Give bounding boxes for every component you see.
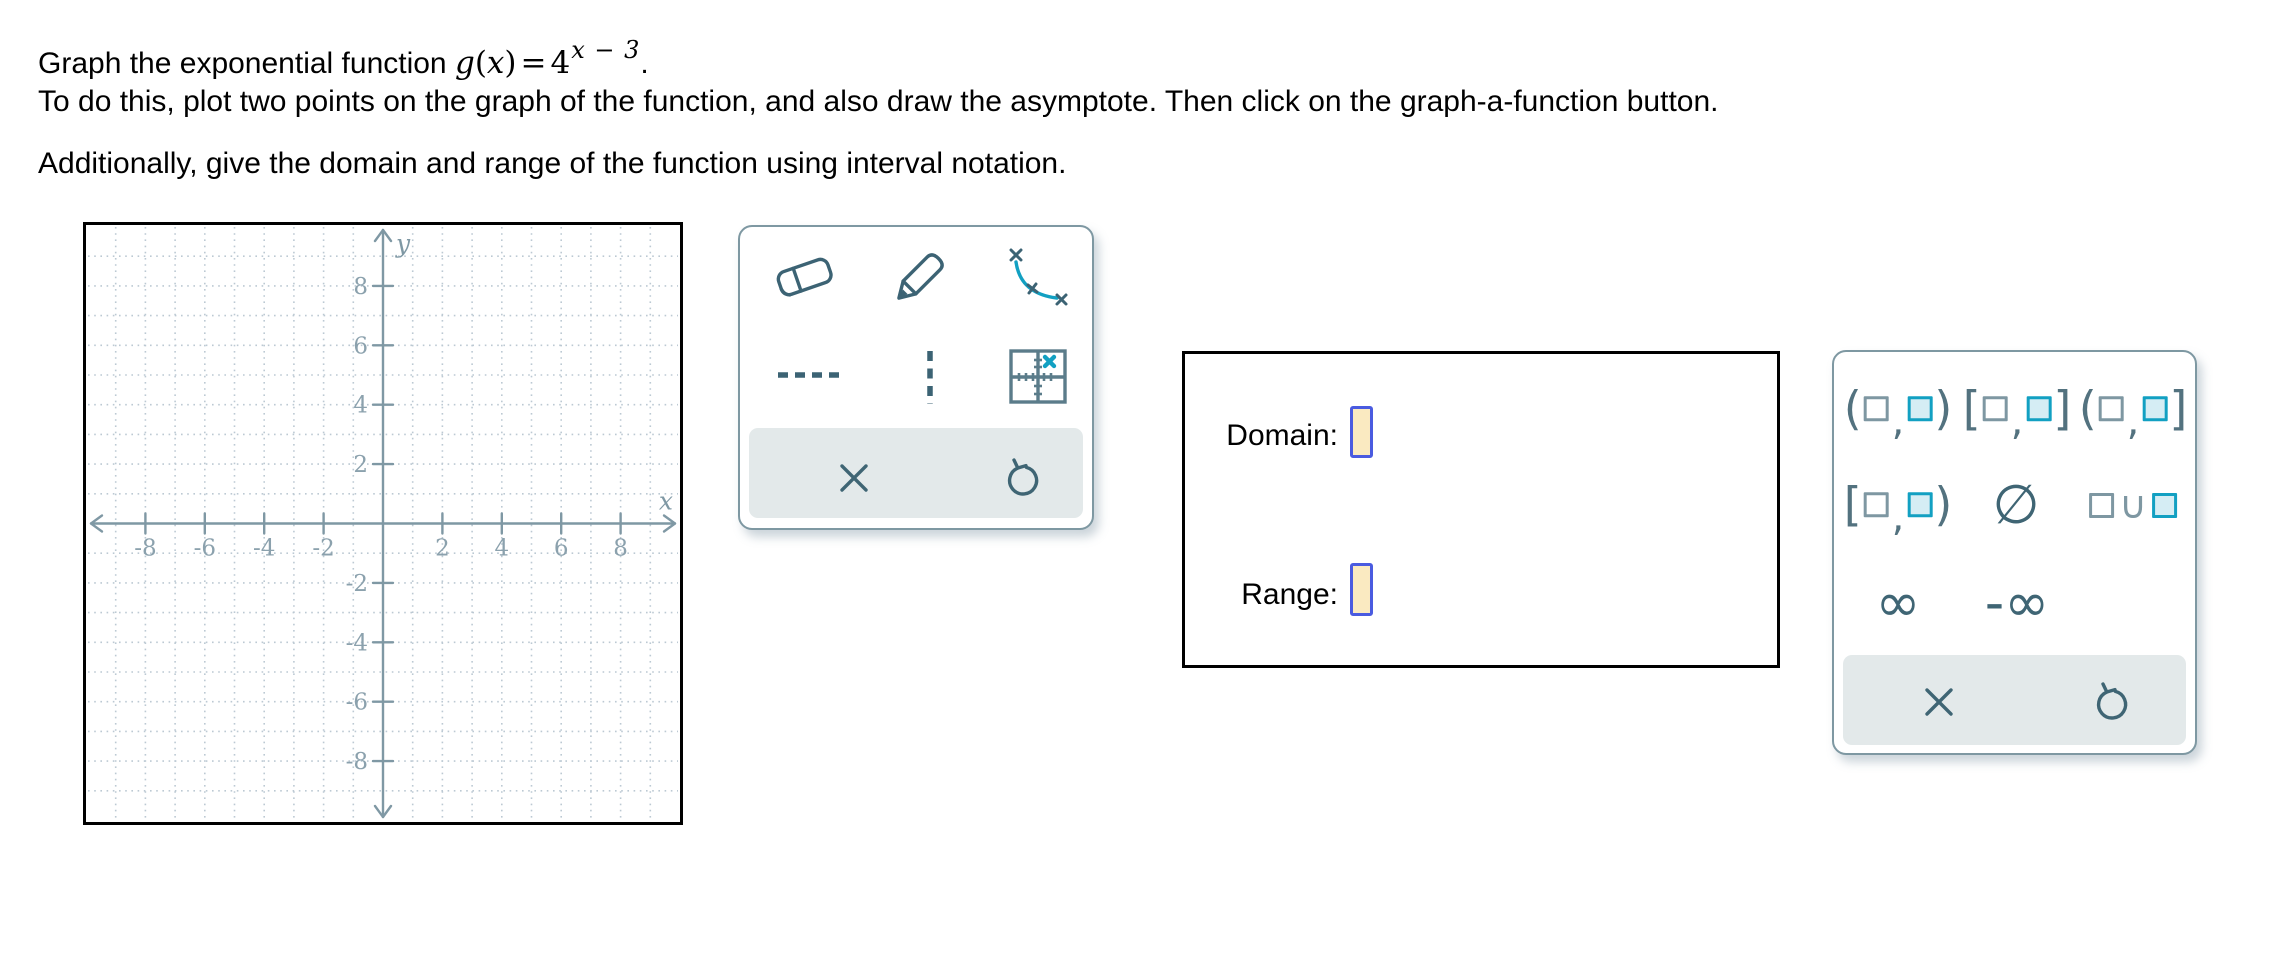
svg-text:2: 2 [353,452,368,478]
tool-pencil-button[interactable] [889,246,953,310]
interval-symbol: ) [1934,477,1953,532]
interval-symbol: , [2010,398,2024,445]
domain-input[interactable] [1350,406,1373,458]
interval-symbol: ∪ [2119,483,2147,527]
svg-text:-6: -6 [194,536,216,562]
problem-statement-line2: To do this, plot two points on the graph… [38,85,1719,118]
interval-symbol: [ [1962,381,1981,436]
svg-text:-4: -4 [346,630,368,656]
gray-square-placeholder [2098,396,2124,422]
gray-square-placeholder [1863,396,1889,422]
interval-symbol: ( [2078,381,2097,436]
interval-symbol: ) [1934,381,1953,436]
svg-text:8: 8 [353,274,368,300]
paren-close: ) [504,45,517,81]
interval-symbol: ∅ [1992,473,2040,536]
interval-symbol: ∞ [1875,571,1921,634]
svg-text:y: y [395,229,411,258]
dashed-vertical-line-icon [924,351,936,408]
interval-notation-palette: (,) [,] (,] [,) ∅ ∪ ∞ -∞ [1832,350,2197,755]
range-label: Range: [1241,578,1338,611]
answer-panel: Domain: Range: [1182,351,1780,668]
interval-symbol: ( [1843,381,1862,436]
statement-prefix: Graph the exponential function [38,47,455,80]
interval-symbol: [ [1843,477,1862,532]
function-variable: x [486,45,505,81]
svg-text:8: 8 [613,536,628,562]
interval-symbol: , [2126,398,2140,445]
svg-text:4: 4 [494,536,509,562]
tool-curve-button[interactable] [1005,247,1071,309]
interval-closed-closed-button[interactable]: [,] [1962,381,2072,442]
teal-square-placeholder [1907,492,1933,518]
svg-text:-8: -8 [134,536,156,562]
interval-symbol: , [1891,494,1905,541]
interval-action-bar [1843,655,2186,745]
interval-clear-button[interactable] [1921,684,1957,720]
problem-statement-line3: Additionally, give the domain and range … [38,147,1067,180]
range-input[interactable] [1350,563,1373,616]
pencil-icon [889,253,953,313]
graph-a-function-icon [1008,349,1068,409]
function-name: g [454,45,475,81]
exponent: x − 3 [571,36,641,64]
teal-square-placeholder [1907,396,1933,422]
svg-text:4: 4 [353,393,368,419]
svg-text:-6: -6 [346,690,368,716]
close-icon [836,464,872,499]
base-number: 4 [550,45,571,81]
infinity-button[interactable]: ∞ [1876,576,1921,630]
empty-set-button[interactable]: ∅ [1992,478,2039,532]
negative-infinity-button[interactable]: -∞ [1985,576,2049,630]
coordinate-grid[interactable]: -8 -6 -4 -2 2 4 6 8 -8 -6 -4 -2 2 4 6 8 x y [86,225,680,822]
eraser-icon [772,257,838,311]
gray-square-placeholder [1982,396,2008,422]
interval-symbol: ] [2053,381,2072,436]
svg-text:-4: -4 [253,536,275,562]
tool-undo-button[interactable] [1002,457,1044,499]
graph-canvas[interactable]: -8 -6 -4 -2 2 4 6 8 -8 -6 -4 -2 2 4 6 8 x y [83,222,683,825]
paren-open: ( [474,45,487,81]
interval-undo-button[interactable] [2091,681,2133,723]
interval-closed-open-button[interactable]: [,) [1843,477,1953,538]
svg-text:6: 6 [554,536,569,562]
svg-text:-2: -2 [312,536,334,562]
interval-symbol: , [1891,398,1905,445]
svg-text:x: x [659,487,673,516]
teal-square-placeholder [2026,396,2052,422]
tool-action-bar [749,428,1083,518]
undo-icon [1002,458,1044,502]
graph-tool-palette [738,225,1094,530]
graph-a-function-button[interactable] [1008,348,1068,406]
curve-through-points-icon [1005,248,1071,312]
teal-square-placeholder [2151,492,2177,518]
tool-vertical-asymptote-button[interactable] [924,349,936,405]
tool-horizontal-asymptote-button[interactable] [776,369,840,381]
gray-square-placeholder [2089,492,2115,518]
svg-text:6: 6 [353,333,368,359]
svg-text:2: 2 [435,536,450,562]
gray-square-placeholder [1863,492,1889,518]
interval-open-open-button[interactable]: (,) [1843,381,1953,442]
equals-sign: = [520,45,547,81]
interval-symbol: ] [2169,381,2188,436]
statement-period: . [640,47,649,80]
union-button[interactable]: ∪ [2087,486,2179,524]
tool-clear-button[interactable] [836,460,872,496]
domain-label: Domain: [1226,419,1338,452]
interval-open-closed-button[interactable]: (,] [2078,381,2188,442]
teal-square-placeholder [2142,396,2168,422]
svg-text:-8: -8 [346,749,368,775]
svg-text:-2: -2 [346,571,368,597]
problem-statement-line1: Graph the exponential function g(x)=4x −… [38,36,649,81]
tool-eraser-button[interactable] [772,248,838,308]
close-icon [1921,688,1957,723]
undo-icon [2091,682,2133,726]
dashed-horizontal-line-icon [776,369,840,384]
interval-symbol: -∞ [1984,571,2050,634]
